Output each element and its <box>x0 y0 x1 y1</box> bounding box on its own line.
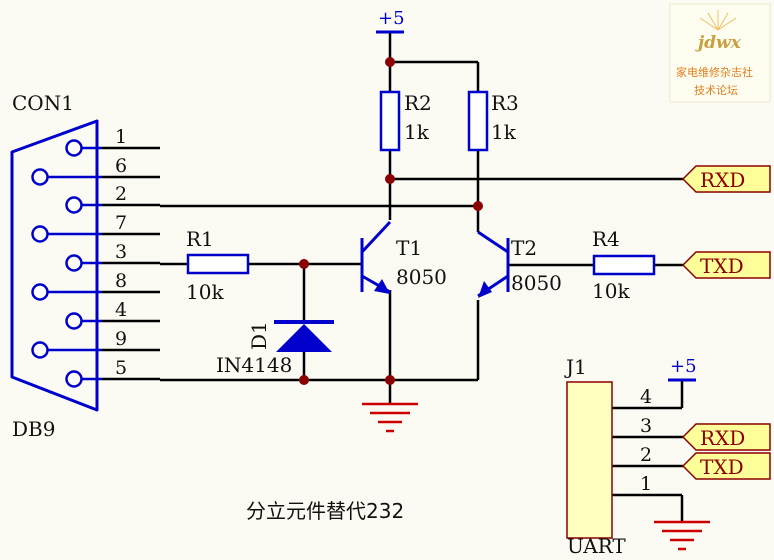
r3-ref: R3 <box>491 91 519 115</box>
ground-j1-icon <box>654 520 710 551</box>
net-flag-txd-j1: TXD <box>681 452 771 480</box>
rxd-j1-label: RXD <box>700 426 745 450</box>
header-j1: J1 UART 4 3 2 1 <box>564 355 652 558</box>
j1-ref: J1 <box>564 355 587 379</box>
connector-ref: CON1 <box>12 91 74 115</box>
resistor-r4: R4 10k <box>592 227 656 303</box>
diode-d1 <box>274 320 334 352</box>
pin-label: 8 <box>115 270 127 292</box>
net-flag-txd: TXD <box>681 251 771 279</box>
j1-pin: 4 <box>640 386 652 408</box>
wires <box>160 32 684 522</box>
db9-pin-numbers: 1 6 2 7 3 8 4 9 5 <box>115 126 127 379</box>
transistor-t1 <box>360 220 392 294</box>
pin-label: 7 <box>115 212 127 234</box>
watermark-line1: 家电维修杂志社 <box>676 65 753 79</box>
j1-name: UART <box>567 534 626 558</box>
vcc-top: +5 <box>376 8 405 34</box>
net-flag-rxd: RXD <box>681 165 771 193</box>
diagram-caption: 分立元件替代232 <box>246 499 404 523</box>
r2-value: 1k <box>404 120 430 144</box>
txd-label: TXD <box>700 254 744 278</box>
r3-value: 1k <box>491 120 517 144</box>
t2-part: 8050 <box>511 271 562 295</box>
pin-label: 1 <box>115 126 127 148</box>
pin-label: 5 <box>115 357 127 379</box>
j1-pin: 1 <box>640 473 652 495</box>
j1-pin: 2 <box>640 444 652 466</box>
ground-symbol-icon <box>362 402 418 433</box>
vcc-j1: +5 <box>668 356 697 382</box>
txd-j1-label: TXD <box>700 455 744 479</box>
vcc-top-label: +5 <box>378 8 405 29</box>
r4-ref: R4 <box>592 227 620 251</box>
pin-label: 4 <box>115 299 127 321</box>
connector-type: DB9 <box>12 417 55 441</box>
pin-label: 9 <box>115 328 127 350</box>
watermark-logo-text: jdwx <box>695 33 742 53</box>
d1-part: IN4148 <box>216 353 292 377</box>
t1-part: 8050 <box>396 265 447 289</box>
net-flag-rxd-j1: RXD <box>681 423 771 451</box>
watermark: jdwx 家电维修杂志社 技术论坛 <box>669 3 771 103</box>
resistor-r2: R2 1k <box>379 90 432 152</box>
r2-ref: R2 <box>404 91 432 115</box>
resistor-r3: R3 1k <box>467 90 519 152</box>
watermark-line2: 技术论坛 <box>694 83 738 97</box>
r1-ref: R1 <box>186 227 214 251</box>
t2-ref: T2 <box>511 236 537 260</box>
rxd-label: RXD <box>700 168 745 192</box>
r1-value: 10k <box>186 280 224 304</box>
pin-label: 6 <box>115 155 127 177</box>
sun-logo-icon <box>699 10 737 31</box>
junctions <box>299 57 483 385</box>
pin-label: 3 <box>115 241 127 263</box>
j1-pin: 3 <box>640 415 652 437</box>
db9-pin-holes <box>31 139 83 388</box>
transistor-t2 <box>477 230 510 298</box>
pin-label: 2 <box>115 183 127 205</box>
vcc-j1-label: +5 <box>670 356 697 377</box>
d1-ref: D1 <box>247 321 271 350</box>
db9-connector: 1 6 2 7 3 8 4 9 5 CON1 DB9 <box>10 91 160 441</box>
r4-value: 10k <box>592 279 630 303</box>
resistor-r1: R1 10k <box>186 227 250 304</box>
t1-ref: T1 <box>396 236 422 260</box>
